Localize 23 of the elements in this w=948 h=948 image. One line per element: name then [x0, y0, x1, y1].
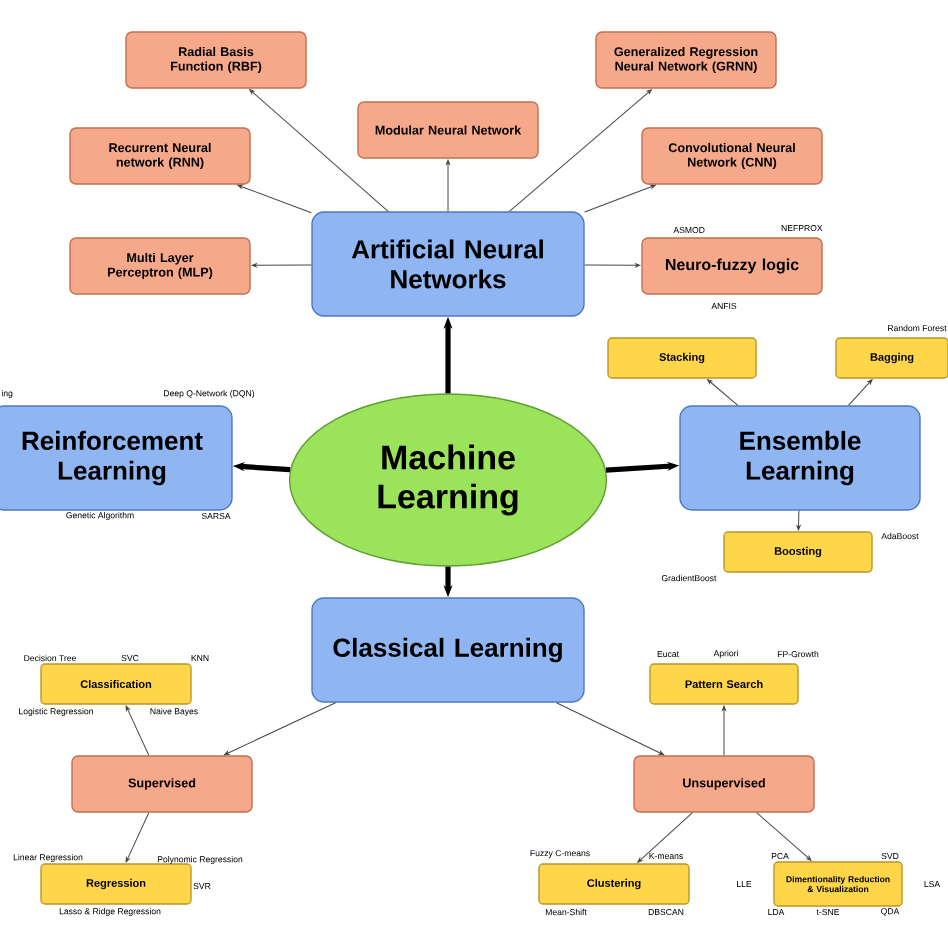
arrow [237, 184, 312, 214]
arrow [224, 702, 337, 756]
arrow [796, 510, 801, 531]
category-box: Reinforcement Learning [0, 405, 233, 511]
arrow [125, 812, 150, 863]
arrow [508, 89, 652, 212]
arrow [556, 702, 665, 756]
arrow [584, 184, 656, 213]
arrow [249, 89, 389, 212]
arrow [446, 159, 450, 212]
arrow [756, 812, 812, 861]
ellipse-node: Machine Learning [288, 393, 608, 567]
arrow [847, 379, 873, 406]
arrow [251, 263, 312, 268]
category-box: Artificial Neural Networks [311, 211, 585, 317]
arrow [584, 263, 641, 268]
category-box: Ensemble Learning [679, 405, 921, 511]
arrow [707, 379, 739, 406]
arrow [722, 705, 726, 756]
method-box: Neuro-fuzzy logic [641, 237, 823, 295]
category-box: Classical Learning [311, 597, 585, 703]
arrow [125, 705, 150, 756]
arrow [637, 812, 693, 863]
